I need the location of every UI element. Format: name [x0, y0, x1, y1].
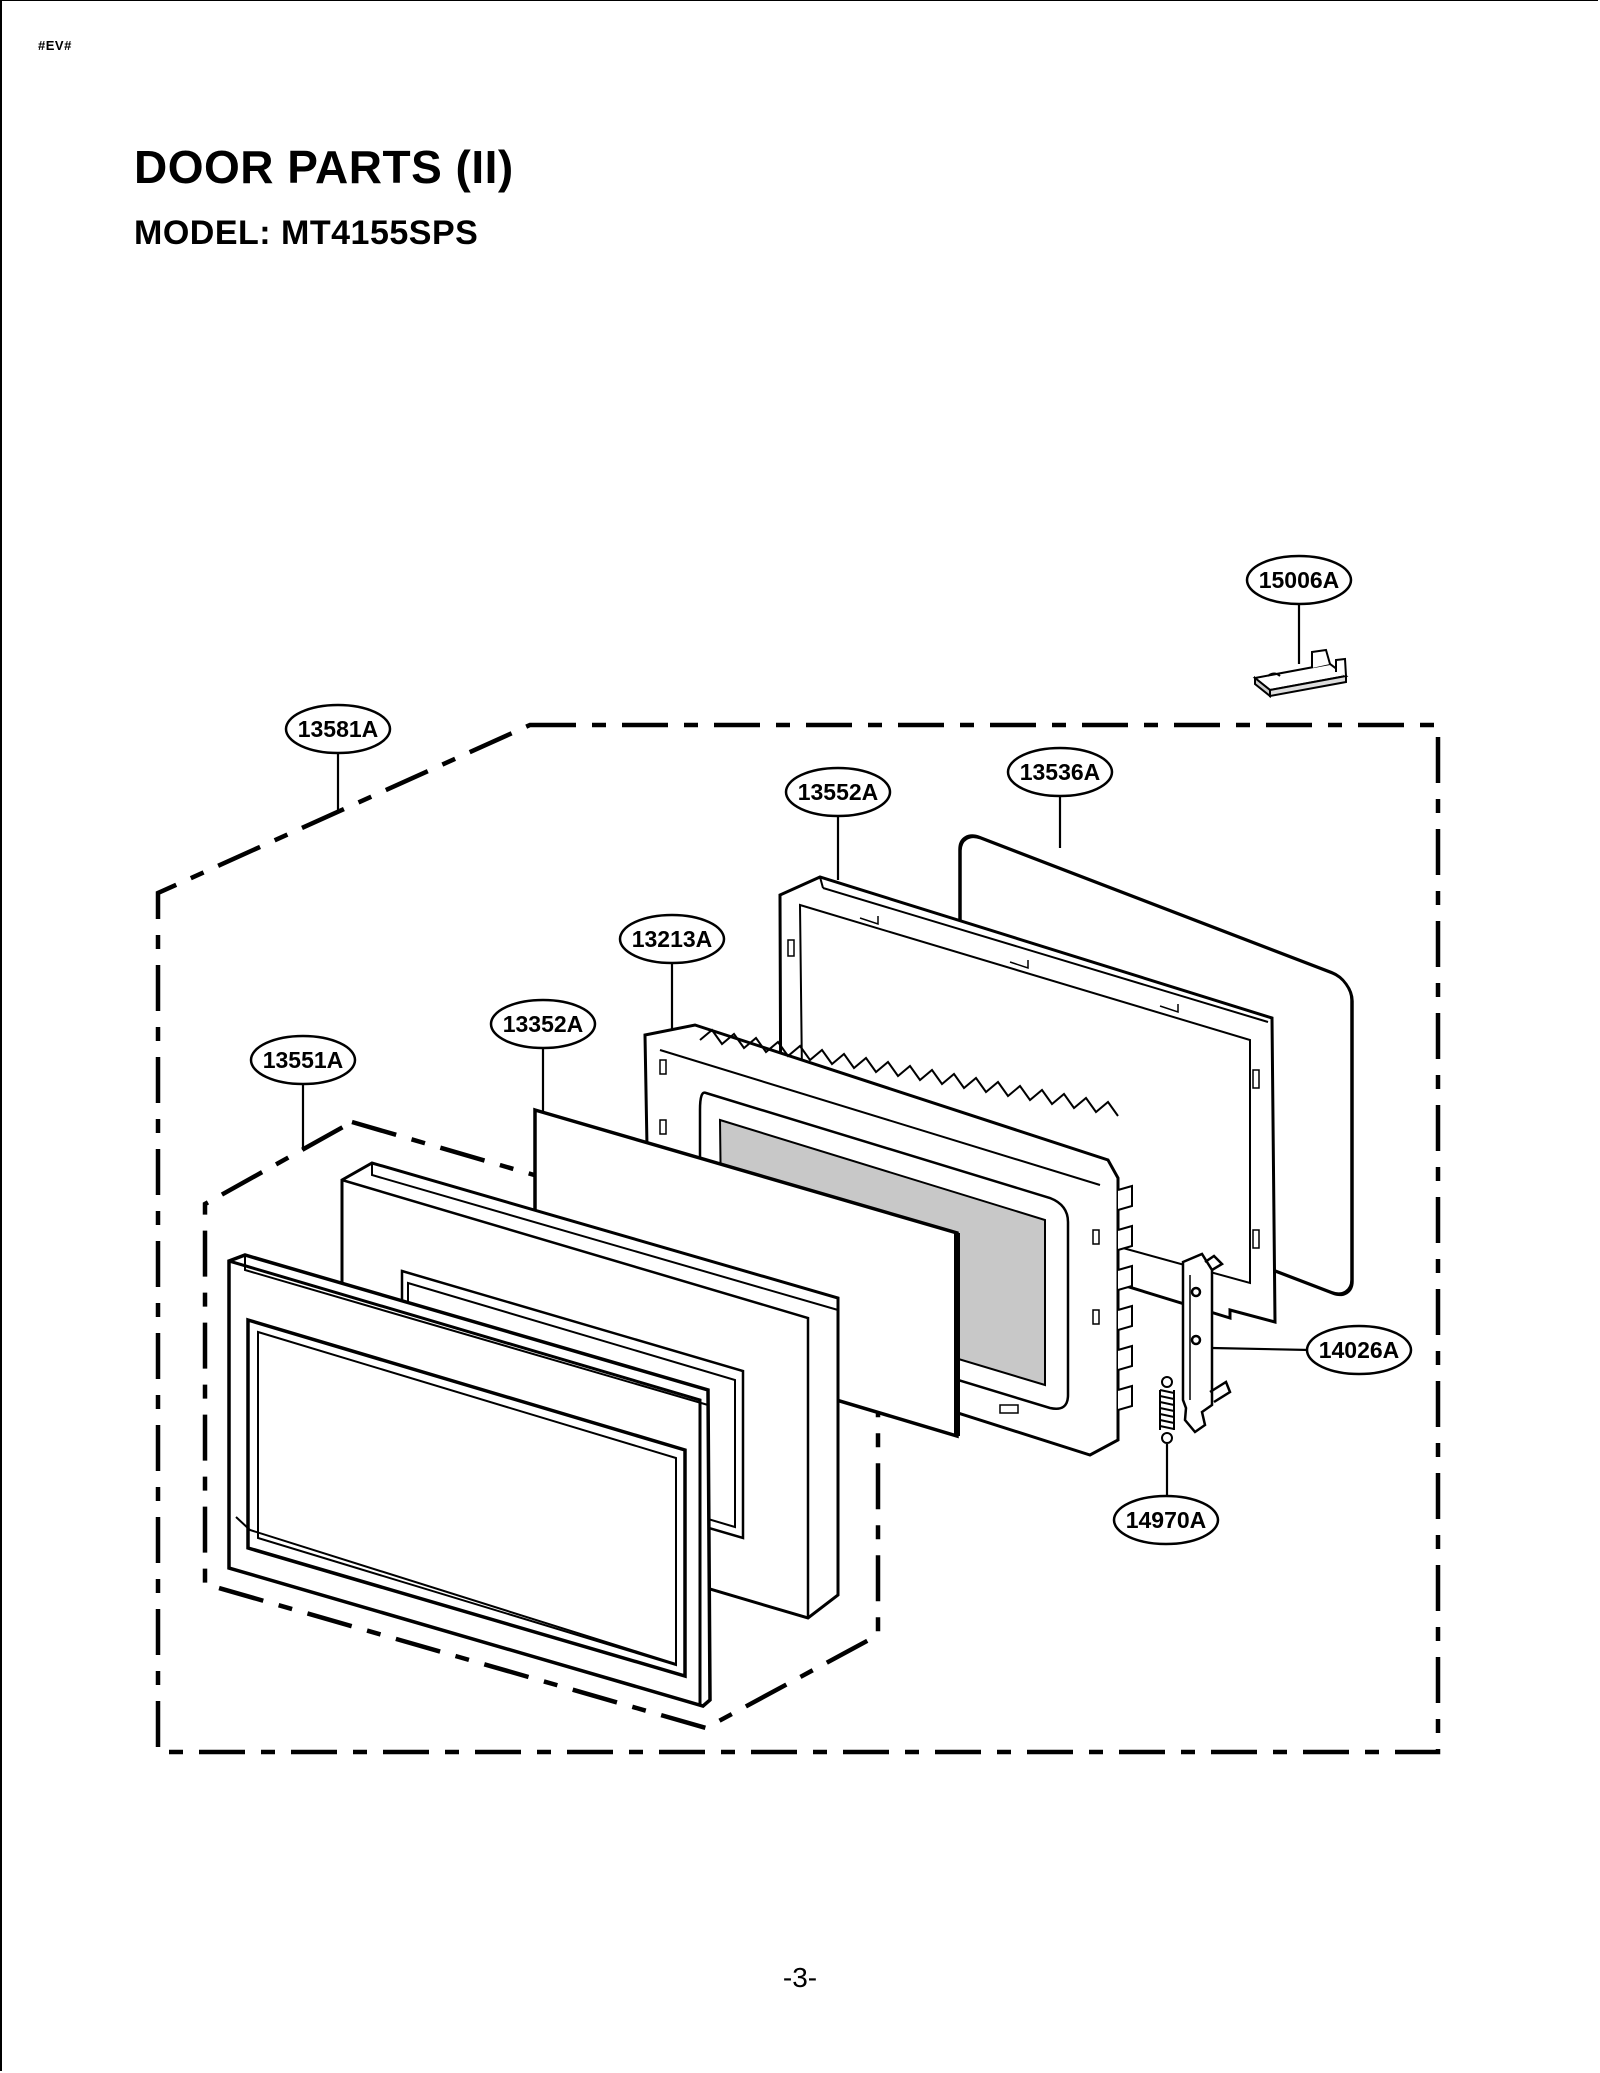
part-clip-15006A	[1252, 648, 1349, 699]
page-title: DOOR PARTS (II)	[134, 141, 514, 193]
page-number: -3-	[782, 1962, 818, 1993]
callout-13213A: 13213A	[618, 913, 726, 965]
callout-13581A: 13581A	[284, 703, 392, 755]
callout-label-14026A: 14026A	[1319, 1337, 1400, 1363]
leader-lines	[301, 605, 1311, 1500]
assembly-boundary-inner	[202, 1119, 881, 1731]
callout-label-13213A: 13213A	[632, 926, 713, 952]
part-latch-lever-14026A	[1181, 1252, 1232, 1434]
callout-15006A: 15006A	[1245, 554, 1353, 606]
callout-13552A: 13552A	[784, 766, 892, 818]
part-spring-14970A	[1159, 1376, 1175, 1444]
assembly-boundary-outer	[155, 722, 1441, 1755]
callout-13551A: 13551A	[249, 1034, 357, 1086]
callout-14970A: 14970A	[1112, 1494, 1220, 1546]
callout-label-13551A: 13551A	[263, 1047, 344, 1073]
callout-label-15006A: 15006A	[1259, 567, 1340, 593]
document-code: #EV#	[38, 38, 72, 53]
part-door-trim-frame	[227, 1253, 712, 1708]
callout-label-13552A: 13552A	[798, 779, 879, 805]
callout-label-13536A: 13536A	[1020, 759, 1101, 785]
callout-label-13581A: 13581A	[298, 716, 379, 742]
callout-label-13352A: 13352A	[503, 1011, 584, 1037]
model-subtitle: MODEL: MT4155SPS	[134, 214, 479, 252]
callout-13536A: 13536A	[1006, 746, 1114, 798]
callout-label-14970A: 14970A	[1126, 1507, 1207, 1533]
callout-13352A: 13352A	[489, 998, 597, 1050]
callout-14026A: 14026A	[1305, 1324, 1413, 1376]
